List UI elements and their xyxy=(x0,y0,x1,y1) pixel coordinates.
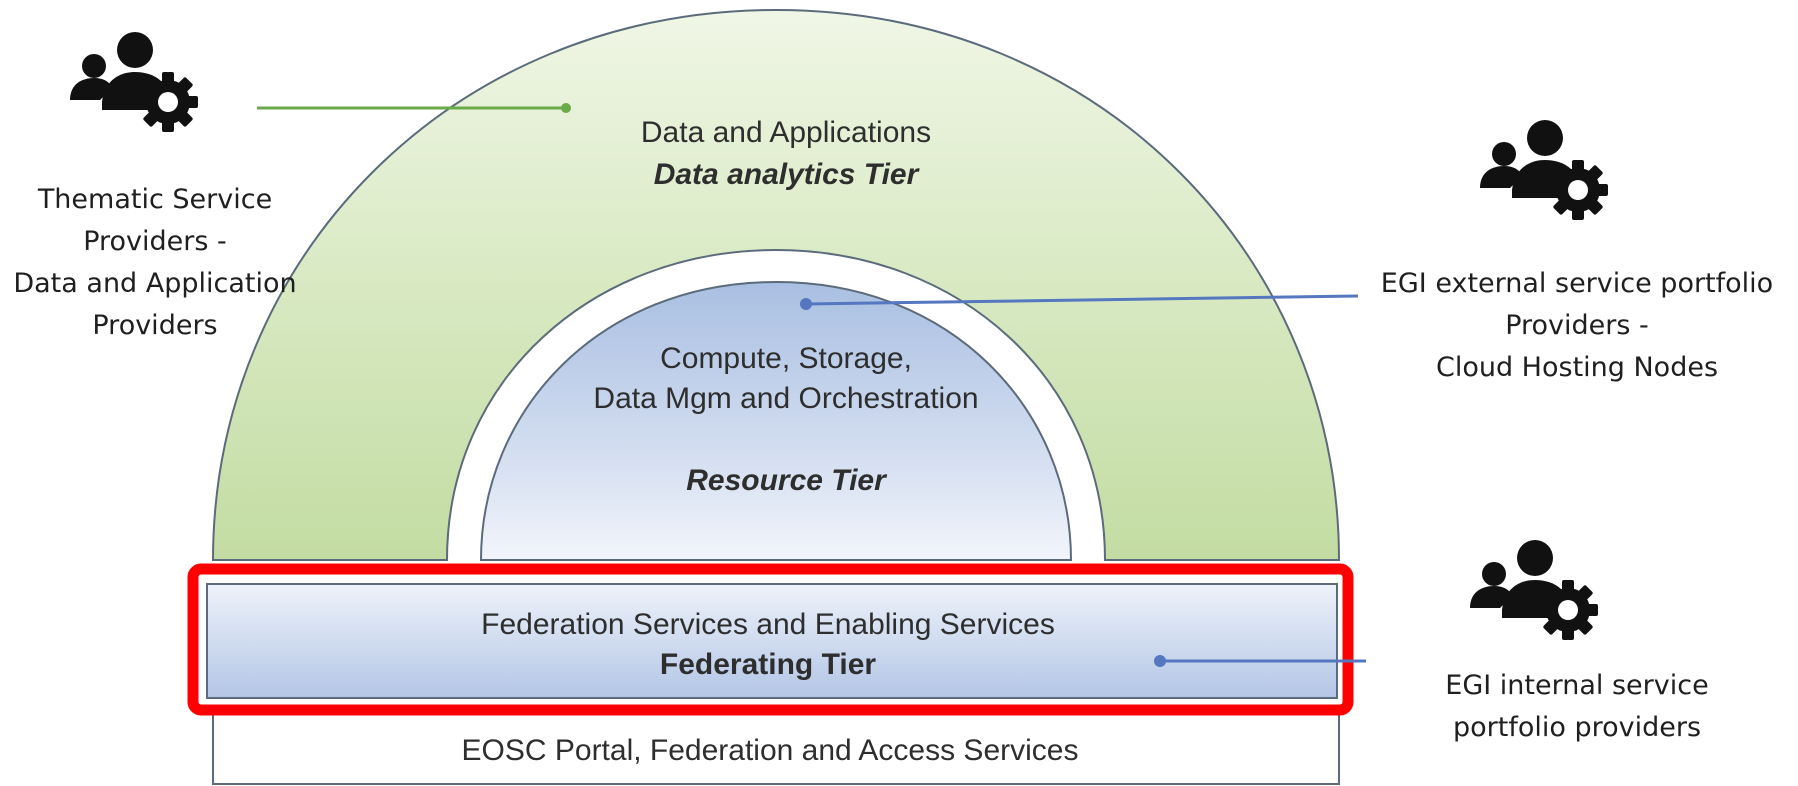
resource-tier-title: Resource Tier xyxy=(686,464,888,497)
internal-provider-line2: portfolio providers xyxy=(1453,712,1701,743)
thematic-connector-dot xyxy=(561,103,571,113)
external-provider-line1: EGI external service portfolio xyxy=(1381,268,1773,299)
federating-tier-title: Federating Tier xyxy=(660,648,876,681)
resource-tier-dome xyxy=(479,280,1073,561)
external-provider-line3: Cloud Hosting Nodes xyxy=(1436,352,1718,383)
eosc-tier-box xyxy=(212,705,1340,785)
thematic-provider-line3: Data and Application xyxy=(13,268,296,299)
thematic-provider-line4: Providers xyxy=(92,310,217,341)
thematic-provider-line1: Thematic Service xyxy=(37,184,272,215)
external-connector-dot xyxy=(800,298,812,310)
external-provider-line2: Providers - xyxy=(1505,310,1649,341)
resource-tier-line1: Compute, Storage, xyxy=(660,342,912,375)
internal-connector-dot xyxy=(1154,655,1166,667)
federating-tier-box xyxy=(206,583,1338,699)
internal-provider-line1: EGI internal service xyxy=(1445,670,1708,701)
thematic-provider-users-gear-icon xyxy=(70,32,198,132)
data-analytics-tier-title: Data analytics Tier xyxy=(654,158,921,191)
external-connector xyxy=(805,294,1359,306)
thematic-provider-line2: Providers - xyxy=(83,226,227,257)
data-analytics-tier-arc xyxy=(211,8,1341,561)
federating-tier-highlight xyxy=(187,563,1354,716)
eosc-tier-label: EOSC Portal, Federation and Access Servi… xyxy=(462,734,1079,767)
federating-tier-line1: Federation Services and Enabling Service… xyxy=(481,608,1055,641)
data-analytics-tier-line1: Data and Applications xyxy=(641,116,931,149)
internal-provider-users-gear-icon xyxy=(1470,540,1598,640)
external-provider-users-gear-icon xyxy=(1480,120,1608,220)
resource-tier-line2: Data Mgm and Orchestration xyxy=(593,382,978,415)
